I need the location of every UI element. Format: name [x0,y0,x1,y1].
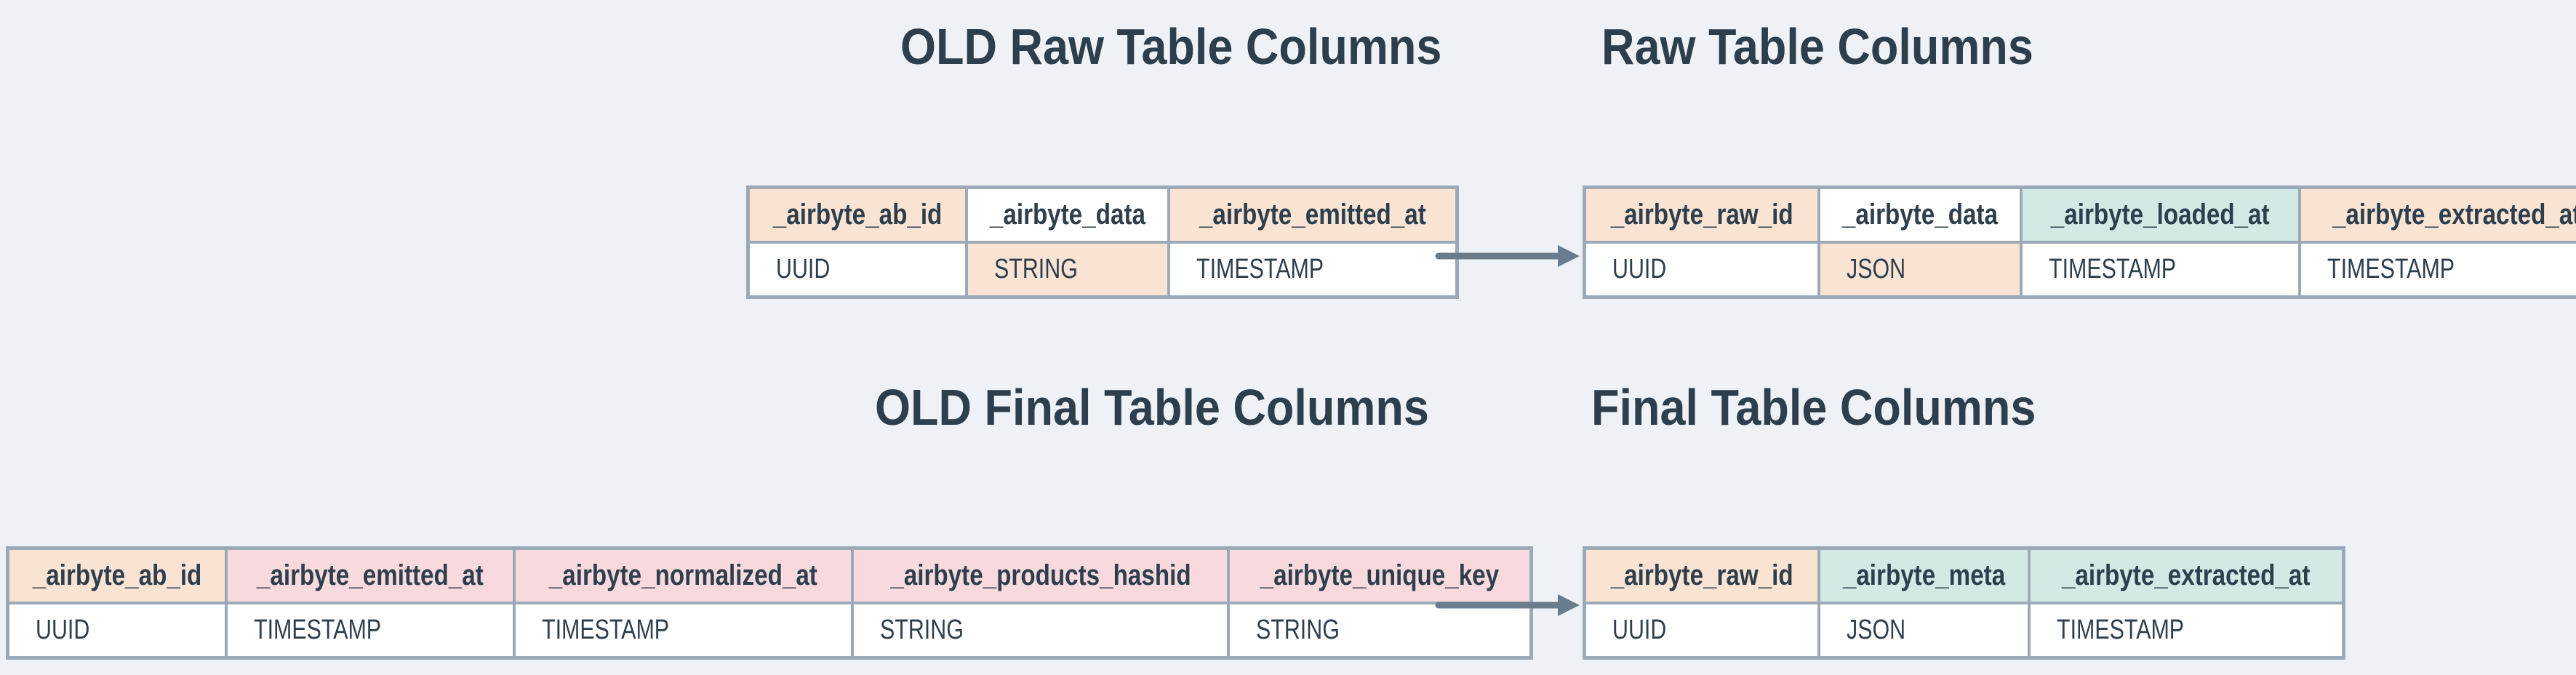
title-text: OLD Raw Table Columns [900,18,1442,75]
column-header-cell: _airbyte_emitted_at [1167,185,1459,244]
column-header-cell: _airbyte_ab_id [6,546,228,604]
column-type-cell: JSON [1817,241,2023,299]
old-raw-table-title: OLD Raw Table Columns [900,16,1502,77]
old-raw-table: _airbyte_ab_id _airbyte_data _airbyte_em… [746,185,1459,299]
column-name: _airbyte_loaded_at [2051,199,2270,231]
old-final-table: _airbyte_ab_id _airbyte_emitted_at _airb… [6,546,1534,660]
column-type-cell: UUID [746,241,969,299]
header-row: _airbyte_ab_id _airbyte_emitted_at _airb… [6,546,1533,604]
column-name: _airbyte_meta [1843,559,2006,591]
column-type-cell: JSON [1817,602,2031,660]
column-type-cell: TIMESTAMP [2297,241,2576,299]
column-header-cell: _airbyte_raw_id [1583,546,1821,604]
column-type: UUID [1612,615,1667,645]
column-header-cell: _airbyte_ab_id [746,185,969,244]
column-type: STRING [879,615,964,645]
column-type: STRING [994,254,1078,284]
title-text: Final Table Columns [1591,379,2036,436]
column-header-cell: _airbyte_meta [1817,546,2031,604]
column-type: TIMESTAMP [2049,254,2177,284]
column-header-cell: _airbyte_loaded_at [2020,185,2301,244]
column-type: UUID [1612,254,1667,284]
column-type: UUID [776,254,831,284]
old-final-table-title: OLD Final Table Columns [875,377,1491,438]
raw-table: _airbyte_raw_id _airbyte_data _airbyte_l… [1583,185,2576,299]
column-name: _airbyte_extracted_at [2062,559,2311,591]
column-header-cell: _airbyte_extracted_at [2297,185,2576,244]
column-type-cell: UUID [1583,241,1821,299]
column-name: _airbyte_unique_key [1260,559,1500,591]
column-type: TIMESTAMP [254,615,382,645]
type-row: UUID TIMESTAMP TIMESTAMP STRING STRING [6,602,1533,660]
final-table-title: Final Table Columns [1591,377,2085,438]
column-name: _airbyte_ab_id [32,559,202,591]
column-name: _airbyte_emitted_at [1199,199,1426,231]
type-row: UUID JSON TIMESTAMP [1583,602,2345,660]
final-table: _airbyte_raw_id _airbyte_meta _airbyte_e… [1583,546,2345,660]
column-type: TIMESTAMP [541,615,669,645]
column-type-cell: UUID [1583,602,1821,660]
column-type-cell: UUID [6,602,228,660]
column-header-cell: _airbyte_raw_id [1583,185,1821,244]
header-row: _airbyte_ab_id _airbyte_data _airbyte_em… [746,185,1459,244]
column-type-cell: TIMESTAMP [2020,241,2301,299]
column-type: JSON [1847,615,1906,645]
column-type-cell: STRING [850,602,1231,660]
column-header-cell: _airbyte_data [1817,185,2023,244]
column-name: _airbyte_normalized_at [548,559,817,591]
column-type-cell: TIMESTAMP [1167,241,1459,299]
column-name: _airbyte_emitted_at [257,559,484,591]
column-name: _airbyte_raw_id [1610,199,1793,231]
column-name: _airbyte_raw_id [1610,559,1793,591]
column-name: _airbyte_products_hashid [889,559,1191,591]
raw-table-title: Raw Table Columns [1601,16,2081,77]
column-name: _airbyte_data [990,199,1146,231]
column-type: TIMESTAMP [2057,615,2185,645]
column-name: _airbyte_ab_id [772,199,943,231]
type-row: UUID STRING TIMESTAMP [746,241,1459,299]
column-header-cell: _airbyte_unique_key [1227,546,1533,604]
header-row: _airbyte_raw_id _airbyte_data _airbyte_l… [1583,185,2576,244]
column-header-cell: _airbyte_products_hashid [850,546,1231,604]
column-header-cell: _airbyte_emitted_at [225,546,516,604]
arrow-right-icon [1435,594,1580,616]
column-type-cell: TIMESTAMP [512,602,854,660]
column-type-cell: STRING [965,241,1171,299]
title-text: OLD Final Table Columns [875,379,1429,436]
header-row: _airbyte_raw_id _airbyte_meta _airbyte_e… [1583,546,2345,604]
type-row: UUID JSON TIMESTAMP TIMESTAMP [1583,241,2576,299]
column-type: UUID [36,615,90,645]
arrow-right-icon [1435,245,1580,267]
column-type-cell: STRING [1227,602,1533,660]
column-type-cell: TIMESTAMP [225,602,516,660]
column-header-cell: _airbyte_data [965,185,1171,244]
column-type: TIMESTAMP [1196,254,1324,284]
column-header-cell: _airbyte_normalized_at [512,546,854,604]
column-type: STRING [1256,615,1340,645]
column-type-cell: TIMESTAMP [2028,602,2345,660]
column-header-cell: _airbyte_extracted_at [2028,546,2345,604]
column-name: _airbyte_data [1842,199,1999,231]
column-type: JSON [1847,254,1906,284]
column-name: _airbyte_extracted_at [2332,199,2576,231]
column-type: TIMESTAMP [2327,254,2455,284]
title-text: Raw Table Columns [1601,18,2033,75]
